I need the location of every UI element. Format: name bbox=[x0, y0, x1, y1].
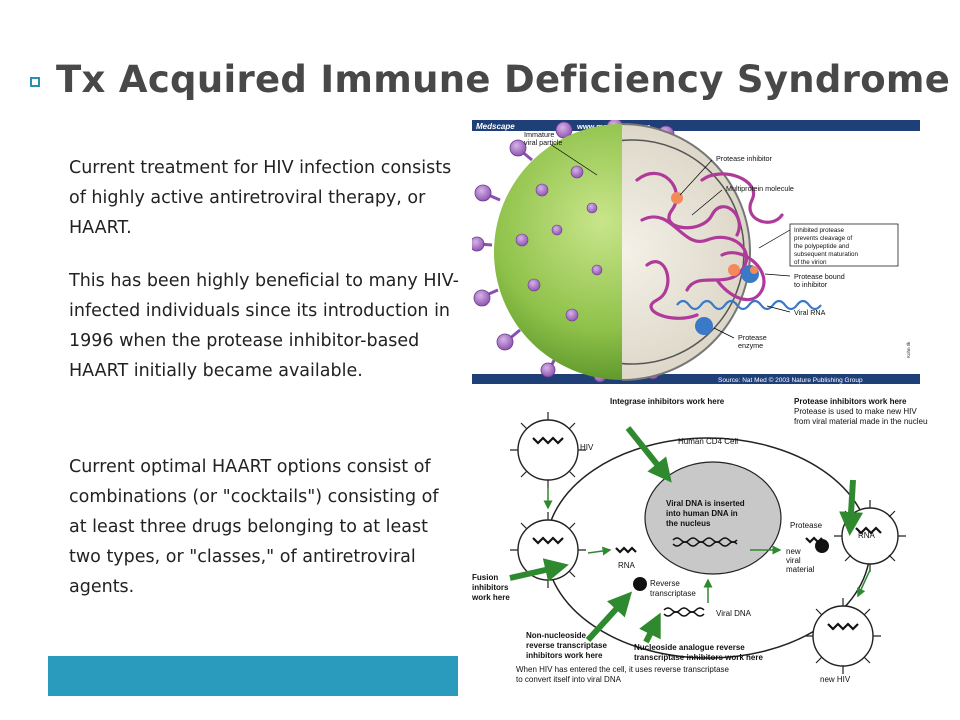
label-nucleus-2: into human DNA in bbox=[666, 509, 738, 518]
label-hiv: HIV bbox=[580, 443, 594, 452]
polyprotein-strands bbox=[635, 171, 784, 320]
label-pi-desc-1: Protease is used to make new HIV bbox=[794, 407, 917, 416]
caption-line-1: When HIV has entered the cell, it uses r… bbox=[516, 665, 730, 674]
protease-shapes bbox=[695, 265, 759, 335]
label-new: new bbox=[786, 547, 801, 556]
label-fusion-2: inhibitors bbox=[472, 583, 509, 592]
label-viral: viral bbox=[786, 556, 801, 565]
label-immature: Immature bbox=[524, 130, 554, 139]
inhibited-protease-box bbox=[789, 223, 899, 267]
label-bound-1: Protease bound bbox=[794, 272, 845, 281]
box-line-1: Inhibited protease bbox=[794, 227, 845, 234]
label-material: material bbox=[786, 565, 815, 574]
label-nnrti-3: inhibitors work here bbox=[526, 651, 603, 660]
label-multiprotein: Multiprotein molecule bbox=[726, 184, 794, 193]
label-protease-inhibitor: Protease inhibitor bbox=[716, 154, 773, 163]
label-nucleus-3: the nucleus bbox=[666, 519, 711, 528]
box-line-3: the polypeptide and bbox=[794, 243, 849, 250]
footer-bar bbox=[48, 656, 458, 696]
protease-inhibitor-illustration: Medscape www.medscape.com Source: Nat Me… bbox=[472, 120, 920, 384]
label-new-hiv: new HIV bbox=[820, 675, 851, 684]
label-viral-particle: viral particle bbox=[524, 138, 562, 147]
label-pi-desc-2: from viral material made in the nucleus bbox=[794, 417, 928, 426]
viral-rna-strand bbox=[676, 299, 822, 311]
label-viral-rna: Viral RNA bbox=[794, 308, 826, 317]
medscape-brand: Medscape bbox=[476, 122, 515, 131]
medscape-header bbox=[472, 120, 920, 131]
label-bound-2: to inhibitor bbox=[794, 280, 828, 289]
caption-line-2: to convert itself into viral DNA bbox=[516, 675, 622, 684]
paragraph-benefit: This has been highly beneficial to many … bbox=[69, 271, 459, 381]
label-fusion-1: Fusion bbox=[472, 573, 498, 582]
dna-strands bbox=[663, 537, 738, 617]
label-rt-2: transcriptase bbox=[650, 589, 696, 598]
artist-credit: Kohn Ilk bbox=[906, 341, 911, 358]
label-rna: RNA bbox=[618, 561, 636, 570]
label-pi-title: Protease inhibitors work here bbox=[794, 397, 907, 406]
paragraph-treatment: Current treatment for HIV infection cons… bbox=[69, 158, 452, 238]
label-nnrti-2: reverse transcriptase bbox=[526, 641, 607, 650]
label-rna-right: RNA bbox=[858, 531, 876, 540]
title-bullet-icon bbox=[30, 77, 40, 87]
label-protease: Protease bbox=[790, 521, 823, 530]
label-rt-1: Reverse bbox=[650, 579, 680, 588]
inhibitor-arrows bbox=[509, 426, 864, 644]
paragraph-options: Current optimal HAART options consist of… bbox=[69, 457, 439, 597]
source-bar bbox=[472, 374, 920, 384]
label-nrti-1: Nucleoside analogue reverse bbox=[634, 643, 745, 652]
box-line-2: prevents cleavage of bbox=[794, 235, 852, 242]
box-line-4: subsequent maturation bbox=[794, 251, 859, 258]
label-integrase: Integrase inhibitors work here bbox=[610, 397, 725, 406]
slide-title: Tx Acquired Immune Deficiency Syndrome bbox=[56, 58, 951, 101]
label-nrti-2: transcriptase inhibitors work here bbox=[634, 653, 763, 662]
label-nnrti-1: Non-nucleoside bbox=[526, 631, 587, 640]
label-viral-dna: Viral DNA bbox=[716, 609, 752, 618]
label-cd4: Human CD4 Cell bbox=[678, 437, 738, 446]
hiv-lifecycle-diagram: Integrase inhibitors work here Human CD4… bbox=[468, 388, 928, 688]
label-enzyme-1: Protease bbox=[738, 333, 767, 342]
label-fusion-3: work here bbox=[471, 593, 510, 602]
reverse-transcriptase-dot bbox=[633, 577, 647, 591]
source-text: Source: Nat Med © 2003 Nature Publishing… bbox=[718, 376, 863, 384]
box-line-5: of the virion bbox=[794, 259, 827, 266]
protease-dot bbox=[815, 539, 829, 553]
label-enzyme-2: enzyme bbox=[738, 341, 763, 350]
label-nucleus-1: Viral DNA is inserted bbox=[666, 499, 745, 508]
